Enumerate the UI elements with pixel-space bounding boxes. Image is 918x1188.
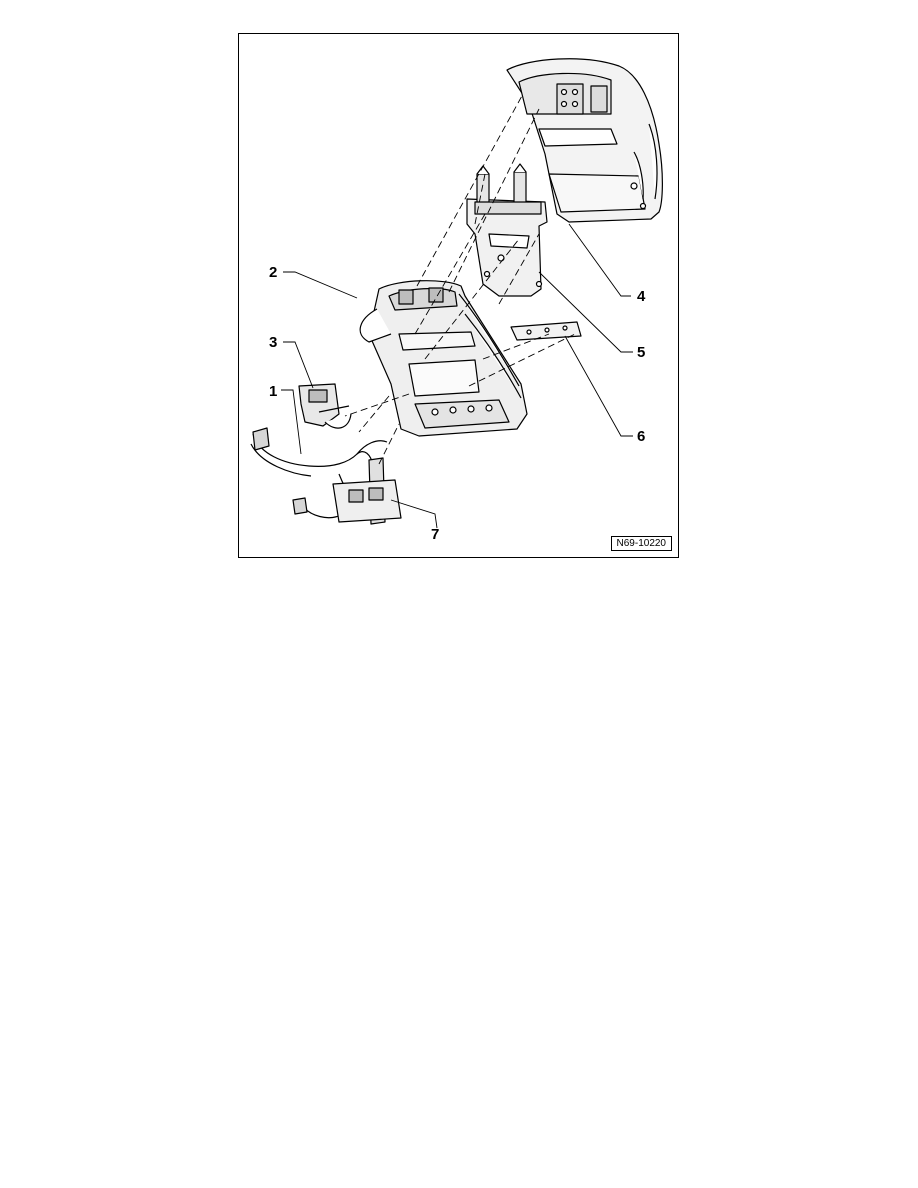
callout-numbers: 1 2 3 4 5 6 7 bbox=[269, 264, 646, 543]
callout-2: 2 bbox=[269, 264, 277, 281]
part-2-backrest-frame bbox=[359, 280, 528, 437]
callout-3: 3 bbox=[269, 334, 277, 351]
callout-7: 7 bbox=[431, 526, 439, 543]
part-3-motor bbox=[298, 383, 352, 429]
callout-1: 1 bbox=[269, 383, 277, 400]
callout-6: 6 bbox=[637, 428, 645, 445]
part-4-backrest-trim bbox=[506, 58, 663, 223]
leader-lines bbox=[281, 223, 633, 529]
part-6-bracket bbox=[510, 321, 582, 341]
callout-4: 4 bbox=[637, 288, 646, 305]
figure-frame: 1 2 3 4 5 6 7 N69-10220 bbox=[238, 33, 679, 558]
part-7-control-unit bbox=[252, 427, 402, 525]
figure-reference-code: N69-10220 bbox=[610, 536, 672, 551]
part-5-headrest-frame bbox=[466, 163, 548, 297]
exploded-seat-diagram: 1 2 3 4 5 6 7 bbox=[250, 58, 663, 543]
callout-5: 5 bbox=[637, 344, 645, 361]
assembly-lines bbox=[344, 93, 576, 465]
